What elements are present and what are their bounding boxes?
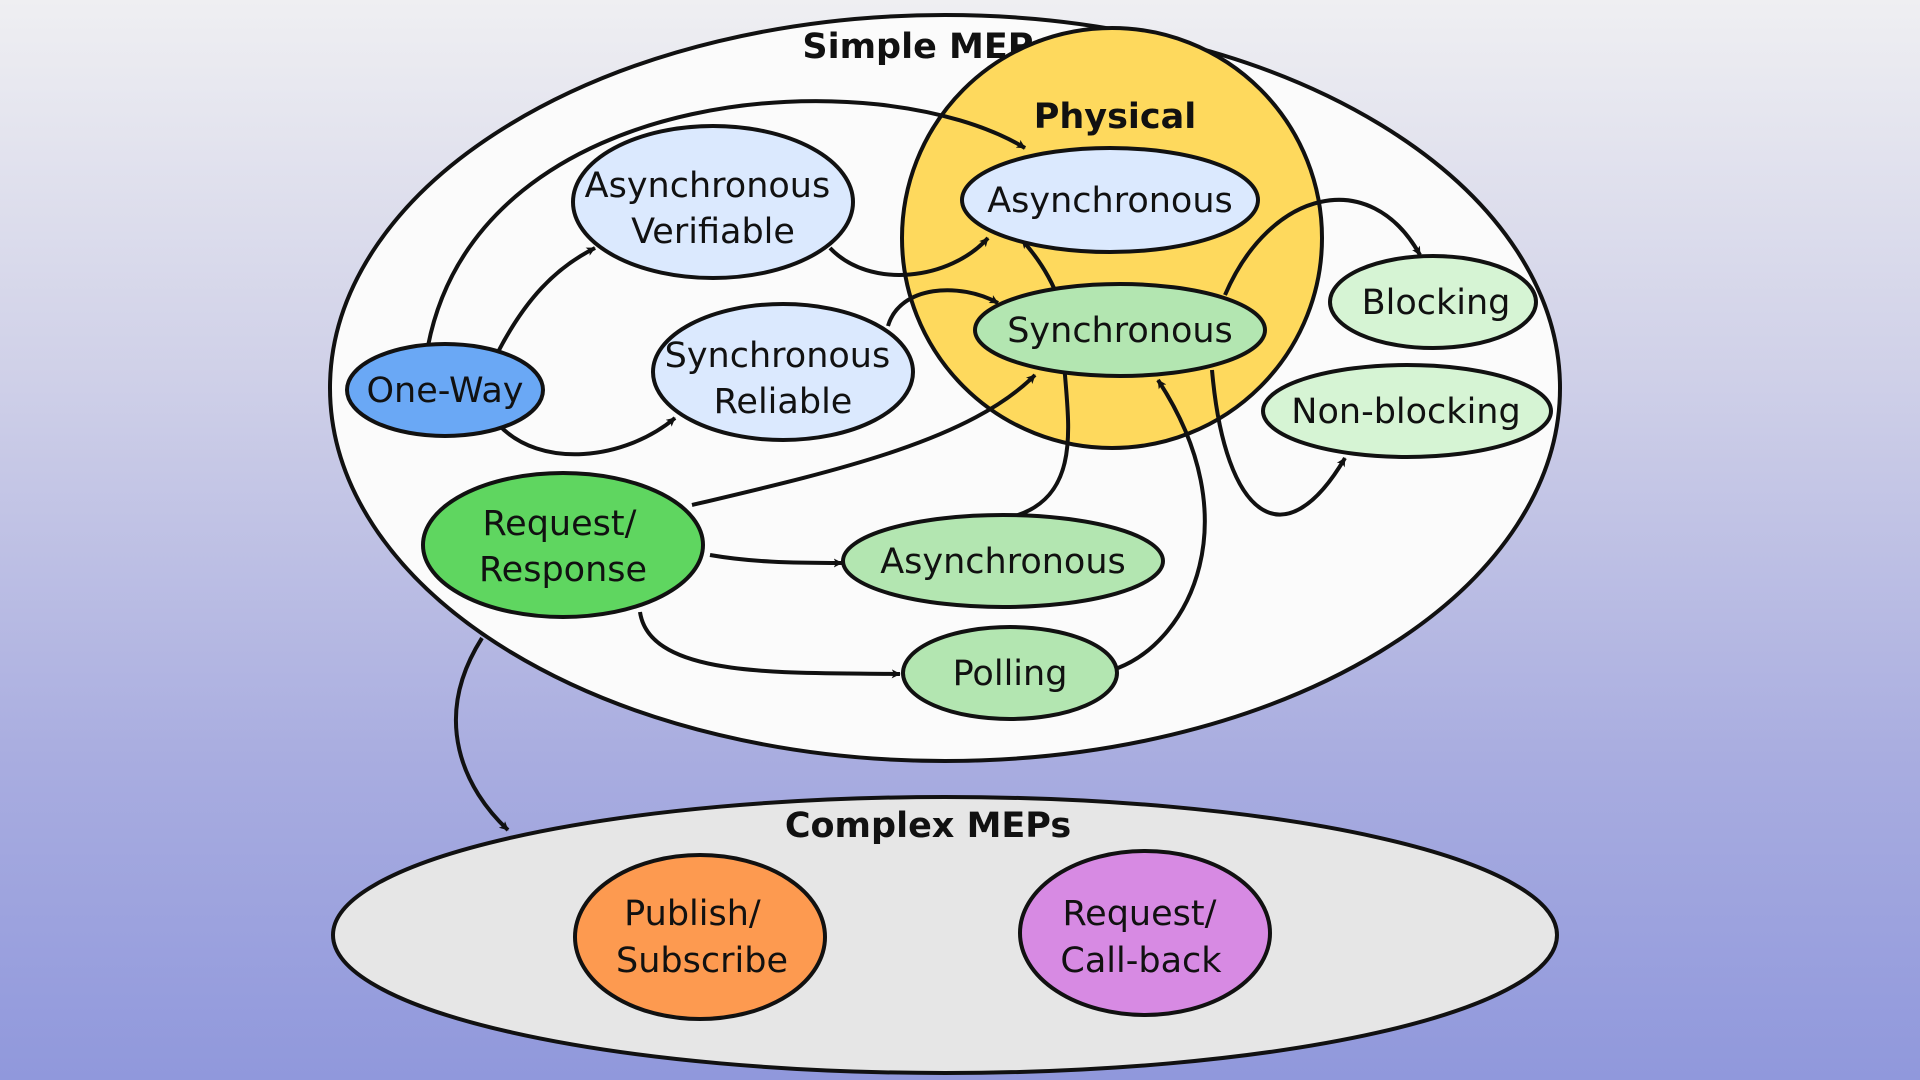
svg-text:Asynchronous: Asynchronous	[880, 542, 1126, 582]
node-async-verifiable: Asynchronous Verifiable	[571, 124, 855, 280]
node-sync-reliable: Synchronous Reliable	[651, 302, 915, 442]
node-publish-subscribe: Publish/ Subscribe	[573, 853, 827, 1021]
edge-request-response-to-physical-sync	[691, 373, 1037, 507]
svg-text:Polling: Polling	[953, 654, 1068, 694]
svg-text:Publish/ Subscribe: Publish/ Subscribe	[616, 894, 788, 981]
edge-polling-to-physical-sync	[1117, 378, 1207, 670]
node-one-way-label: One-Way	[366, 371, 523, 411]
node-physical-async: Asynchronous	[960, 146, 1260, 254]
node-async-verifiable-label-2: Verifiable	[631, 212, 795, 252]
node-one-way-shape	[345, 342, 545, 438]
node-physical-sync-shape	[973, 282, 1267, 378]
svg-text:Synchronous Reliable: Synchronous Reliable	[665, 336, 902, 422]
node-async-verifiable-label-1: Asynchronous	[585, 166, 831, 206]
edge-one-way-to-physical-async	[426, 99, 1027, 347]
complex-meps-title: Complex MEPs	[785, 806, 1071, 846]
node-request-callback-label-2: Call-back	[1060, 941, 1222, 981]
node-publish-subscribe-shape	[573, 853, 827, 1021]
edge-request-response-to-rr-async	[709, 553, 843, 568]
node-polling: Polling	[901, 625, 1119, 721]
node-request-response: Request/ Response	[421, 471, 705, 619]
node-blocking-label: Blocking	[1362, 283, 1511, 323]
svg-text:Request/ Response: Request/ Response	[479, 504, 648, 590]
node-blocking-shape	[1328, 254, 1538, 350]
node-physical-sync: Synchronous	[973, 282, 1267, 378]
svg-text:Request/ Call-back: Request/ Call-back	[1060, 894, 1227, 981]
svg-text:Synchronous: Synchronous	[1007, 311, 1233, 351]
edge-async-verifiable-to-physical-async	[828, 236, 990, 277]
node-physical-sync-label: Synchronous	[1007, 311, 1233, 351]
node-polling-shape	[901, 625, 1119, 721]
node-publish-subscribe-label-2: Subscribe	[616, 941, 788, 981]
svg-text:One-Way: One-Way	[366, 371, 523, 411]
node-sync-reliable-label-1: Synchronous	[665, 336, 891, 376]
svg-text:Asynchronous: Asynchronous	[987, 181, 1233, 221]
complex-meps-group: Complex MEPs	[331, 795, 1559, 1075]
node-async-verifiable-shape	[571, 124, 855, 280]
node-request-response-shape	[421, 471, 705, 619]
physical-title: Physical	[1034, 97, 1197, 137]
edge-physical-sync-to-blocking	[1223, 198, 1422, 296]
svg-text:Blocking: Blocking	[1362, 283, 1511, 323]
edges	[426, 99, 1422, 832]
node-request-callback-label-1: Request/	[1062, 894, 1216, 934]
node-request-response-label-2: Response	[479, 550, 647, 590]
node-polling-label: Polling	[953, 654, 1068, 694]
node-physical-async-shape	[960, 146, 1260, 254]
node-rr-async: Asynchronous	[841, 513, 1165, 609]
node-publish-subscribe-label-1: Publish/	[624, 894, 761, 934]
edge-one-way-to-sync-reliable	[496, 416, 677, 457]
edge-simple-to-complex	[454, 636, 510, 832]
node-non-blocking-label: Non-blocking	[1291, 392, 1520, 432]
node-rr-async-label: Asynchronous	[880, 542, 1126, 582]
node-non-blocking: Non-blocking	[1261, 363, 1553, 459]
node-request-callback-shape	[1018, 849, 1272, 1017]
node-non-blocking-shape	[1261, 363, 1553, 459]
node-request-response-label-1: Request/	[482, 504, 636, 544]
svg-text:Non-blocking: Non-blocking	[1291, 392, 1520, 432]
edge-sync-reliable-to-physical-sync	[886, 288, 999, 327]
edge-physical-sync-to-non-blocking	[1210, 369, 1347, 517]
node-rr-async-shape	[841, 513, 1165, 609]
edge-request-response-to-polling	[638, 611, 901, 679]
node-sync-reliable-shape	[651, 302, 915, 442]
node-blocking: Blocking	[1328, 254, 1538, 350]
node-sync-reliable-label-2: Reliable	[714, 382, 853, 422]
node-request-callback: Request/ Call-back	[1018, 849, 1272, 1017]
edge-one-way-to-async-verifiable	[496, 246, 596, 353]
node-physical-async-label: Asynchronous	[987, 181, 1233, 221]
svg-text:Asynchronous Verifiable: Asynchronous Verifiable	[585, 166, 842, 252]
node-one-way: One-Way	[345, 342, 545, 438]
